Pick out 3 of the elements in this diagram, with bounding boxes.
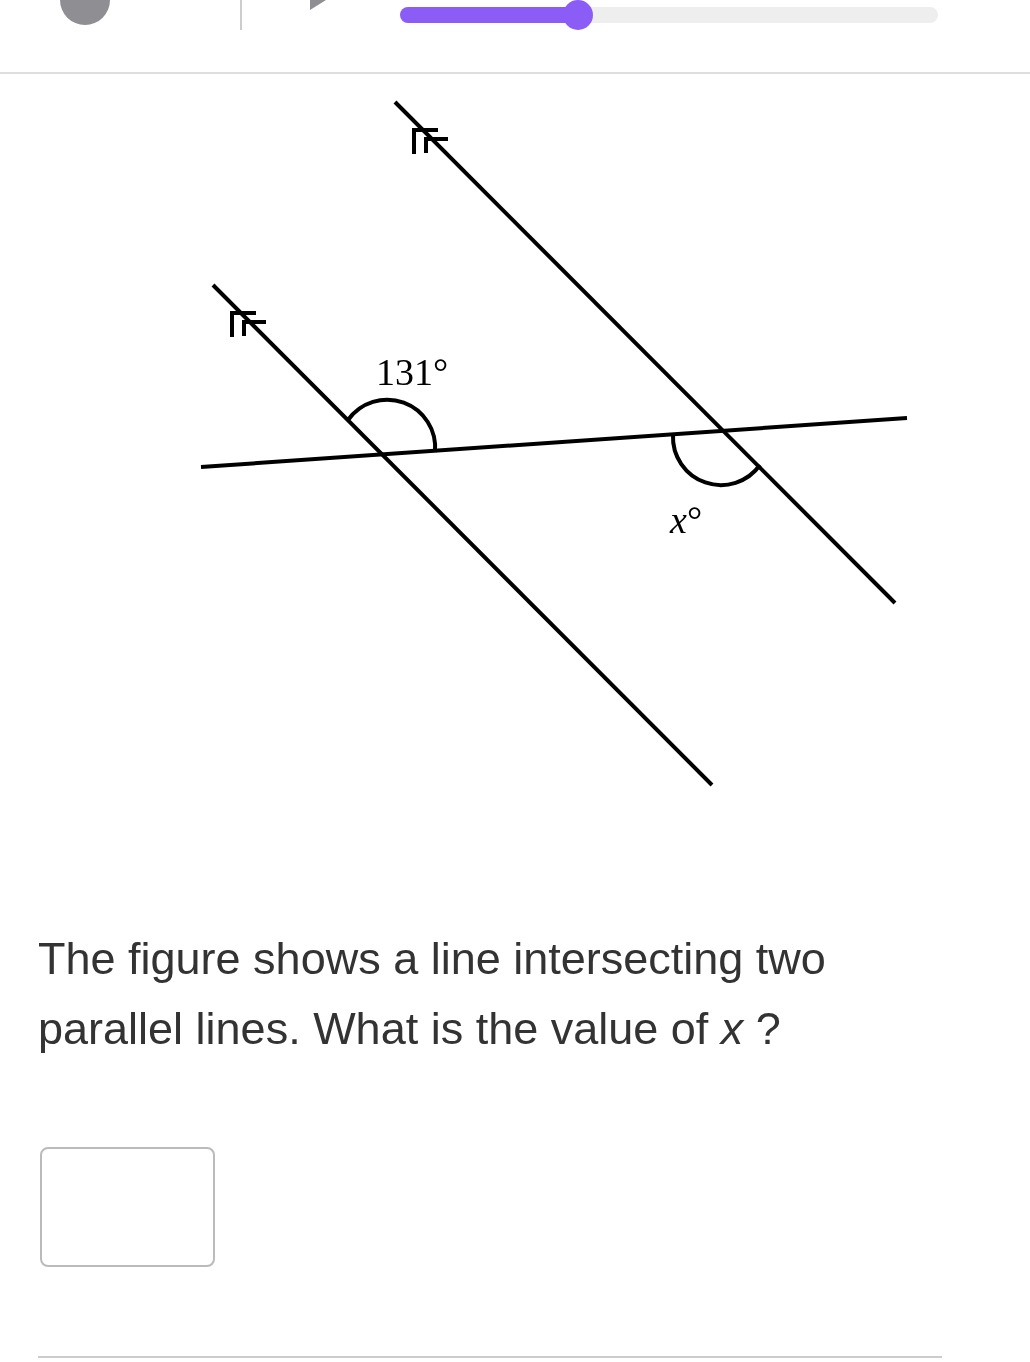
question-text: The figure shows a line intersecting two parallel lines. What is the value of x ? [38, 932, 827, 1056]
angle-label: 131° [376, 350, 449, 394]
angle-label: x° [670, 498, 703, 542]
